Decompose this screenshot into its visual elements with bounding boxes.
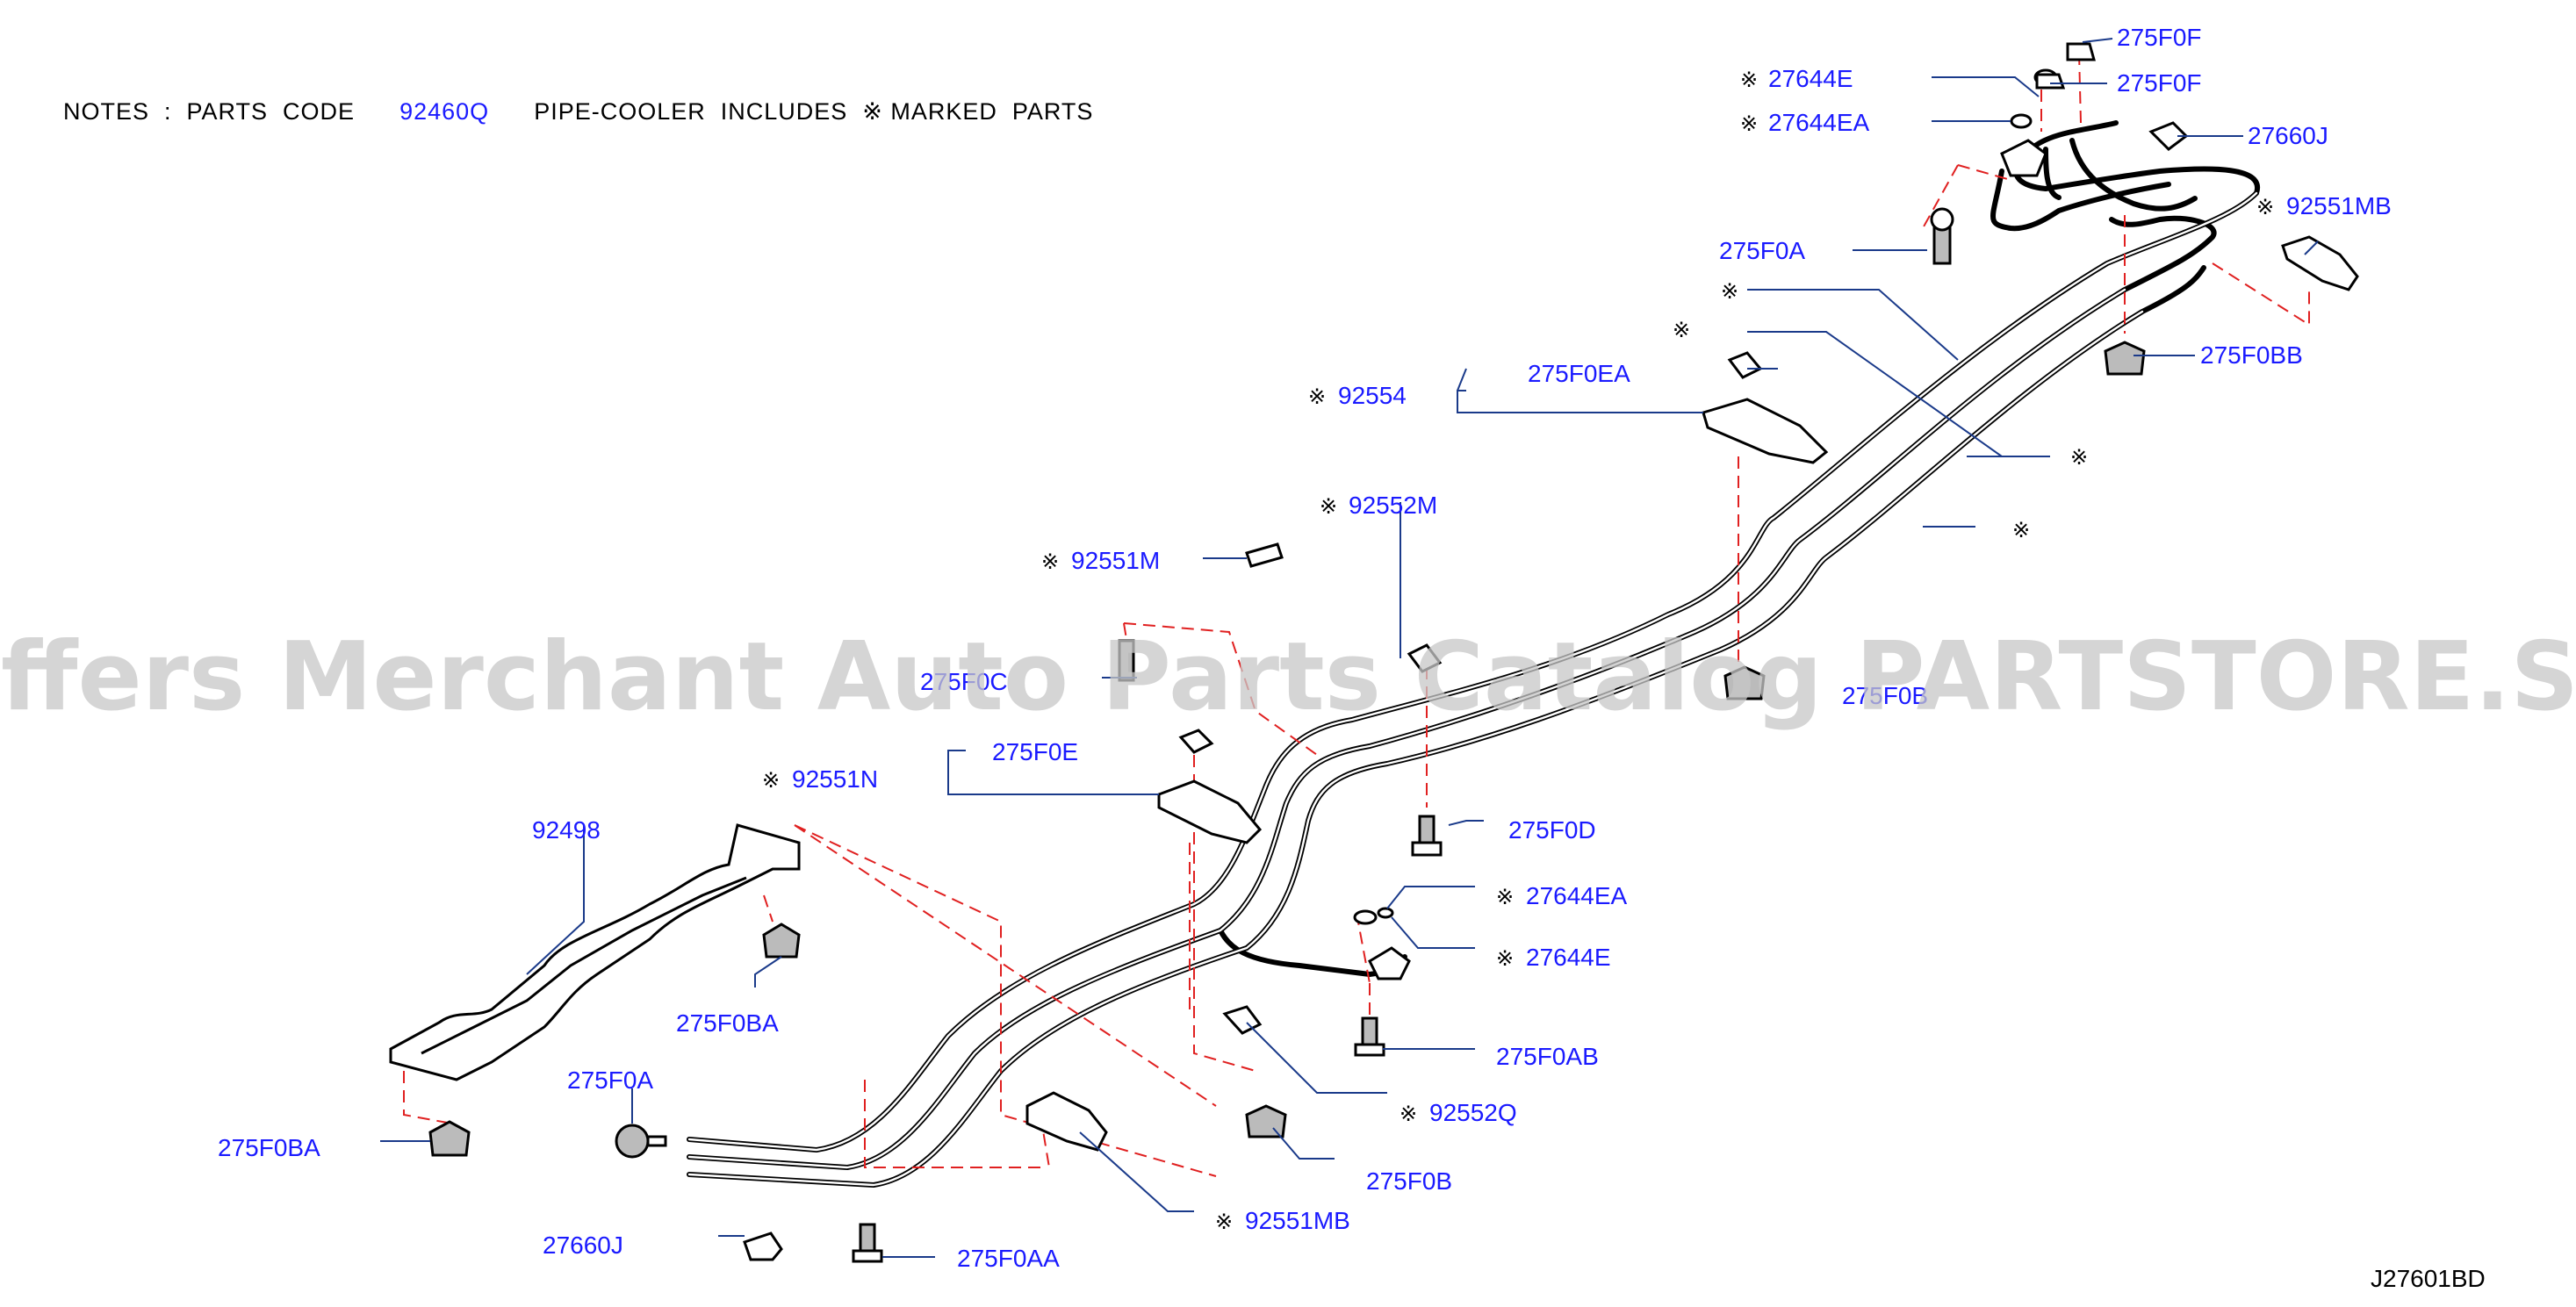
part-92551m-clip[interactable] <box>1245 542 1284 568</box>
label-275f0f-lower[interactable]: 275F0F <box>2117 69 2202 97</box>
part-275f0b-bottom-clip[interactable] <box>1245 1104 1287 1138</box>
label-27644ea-mid[interactable]: 27644EA <box>1526 882 1628 909</box>
label-275f0b-bottom[interactable]: 275F0B <box>1366 1167 1452 1195</box>
part-275f0f-upper-clip[interactable] <box>2066 42 2096 61</box>
part-275f0bb-clip[interactable] <box>2104 341 2146 376</box>
mark-pipe-a: ※ <box>1721 280 1738 304</box>
label-27644ea-top[interactable]: 27644EA <box>1768 109 1870 136</box>
part-275f0d-bolt[interactable] <box>1411 815 1443 857</box>
mark-92552m: ※ <box>1320 495 1337 519</box>
mark-92554: ※ <box>1308 385 1326 409</box>
label-92552m[interactable]: 92552M <box>1349 492 1437 519</box>
part-275f0b-mid-clip[interactable] <box>1723 665 1766 700</box>
diagram-id: J27601BD <box>2371 1265 2486 1292</box>
watermark: Offers Merchant Auto Parts Catalog PARTS… <box>0 622 2576 732</box>
part-275f0e-clip[interactable] <box>1178 729 1214 754</box>
mark-27644ea-mid: ※ <box>1496 886 1514 909</box>
part-27644e-mid-oring[interactable] <box>1377 907 1394 919</box>
part-labels: 275F0F 275F0F ※ 27644E ※ 27644EA 27660J … <box>218 24 2486 1292</box>
part-top-fitting[interactable] <box>2000 139 2047 177</box>
assembly-lines <box>403 52 2310 1177</box>
notes-prefix: NOTES : PARTS CODE <box>63 98 356 125</box>
part-92498-bracket[interactable] <box>389 823 801 1081</box>
part-92552m-clip[interactable] <box>1407 643 1443 673</box>
mark-92551mb-top: ※ <box>2256 196 2274 219</box>
part-275f0ba-top-clip[interactable] <box>762 923 801 959</box>
part-92551mb-top-clamp[interactable] <box>2281 235 2359 291</box>
label-92551mb-bottom[interactable]: 92551MB <box>1245 1207 1350 1234</box>
part-27644ea-mid-oring[interactable] <box>1353 909 1378 925</box>
part-92551n-clamp[interactable] <box>1157 779 1263 844</box>
part-27660j-bottom-clip[interactable] <box>743 1232 783 1261</box>
label-92554[interactable]: 92554 <box>1338 382 1407 409</box>
notes-parts-code[interactable]: 92460Q <box>399 98 490 125</box>
label-92498[interactable]: 92498 <box>532 816 601 844</box>
part-92552q-clip[interactable] <box>1222 1005 1263 1035</box>
mark-27644e-mid: ※ <box>1496 947 1514 971</box>
mark-92551n: ※ <box>762 769 780 793</box>
part-275f0aa-bolt[interactable] <box>852 1223 883 1263</box>
part-275f0ea-clip[interactable] <box>1727 351 1763 379</box>
mark-pipe-c: ※ <box>2070 446 2088 470</box>
mark-92551m: ※ <box>1041 550 1059 574</box>
label-92551n[interactable]: 92551N <box>792 765 878 793</box>
label-275f0ba-upper[interactable]: 275F0BA <box>676 1009 779 1037</box>
label-275f0a-top[interactable]: 275F0A <box>1719 237 1805 264</box>
mark-27644ea-top: ※ <box>1740 112 1758 136</box>
label-275f0a-bottom[interactable]: 275F0A <box>567 1066 653 1094</box>
label-275f0d[interactable]: 275F0D <box>1508 816 1596 844</box>
part-92554-clamp[interactable] <box>1702 398 1829 464</box>
mark-pipe-d: ※ <box>2012 519 2030 542</box>
part-275f0a-bottom-bolt[interactable] <box>615 1124 667 1159</box>
mark-92551mb-bottom: ※ <box>1215 1210 1233 1234</box>
part-275f0c-bolt[interactable] <box>1118 639 1135 682</box>
label-275f0c[interactable]: 275F0C <box>920 668 1008 695</box>
label-27660j-bottom[interactable]: 27660J <box>543 1232 623 1259</box>
label-92552q[interactable]: 92552Q <box>1429 1099 1517 1126</box>
label-275f0b-mid[interactable]: 275F0B <box>1842 682 1928 709</box>
label-275f0ab[interactable]: 275F0AB <box>1496 1043 1599 1070</box>
label-275f0ba-lower[interactable]: 275F0BA <box>218 1134 320 1161</box>
label-275f0e[interactable]: 275F0E <box>992 738 1078 765</box>
notes-suffix: PIPE-COOLER INCLUDES ※ MARKED PARTS <box>534 98 1094 125</box>
part-92551mb-bottom-clamp[interactable] <box>1025 1091 1108 1152</box>
label-275f0bb[interactable]: 275F0BB <box>2200 341 2303 369</box>
leader-lines <box>380 38 2319 1258</box>
label-275f0f-upper[interactable]: 275F0F <box>2117 24 2202 51</box>
label-92551mb-top[interactable]: 92551MB <box>2286 192 2392 219</box>
label-275f0aa[interactable]: 275F0AA <box>957 1245 1060 1272</box>
part-275f0ab-bolt[interactable] <box>1354 1016 1385 1057</box>
label-27660j-top[interactable]: 27660J <box>2248 122 2328 149</box>
label-275f0ea[interactable]: 275F0EA <box>1528 360 1630 387</box>
mark-27644e-top: ※ <box>1740 68 1758 92</box>
part-275f0ba-bottom-clip[interactable] <box>428 1120 471 1157</box>
part-275f0a-top-bolt[interactable] <box>1930 207 1954 265</box>
mark-pipe-b: ※ <box>1673 319 1690 342</box>
label-27644e-mid[interactable]: 27644E <box>1526 944 1611 971</box>
parts-notes: NOTES : PARTS CODE 92460Q PIPE-COOLER IN… <box>63 98 1093 126</box>
part-275f0f-lower-clip[interactable] <box>2035 73 2066 90</box>
mark-92552q: ※ <box>1400 1102 1417 1126</box>
part-27644ea-top-oring[interactable] <box>2010 113 2033 129</box>
label-27644e-top[interactable]: 27644E <box>1768 65 1853 92</box>
label-92551m[interactable]: 92551M <box>1071 547 1160 574</box>
part-mid-fitting[interactable] <box>1368 946 1411 980</box>
